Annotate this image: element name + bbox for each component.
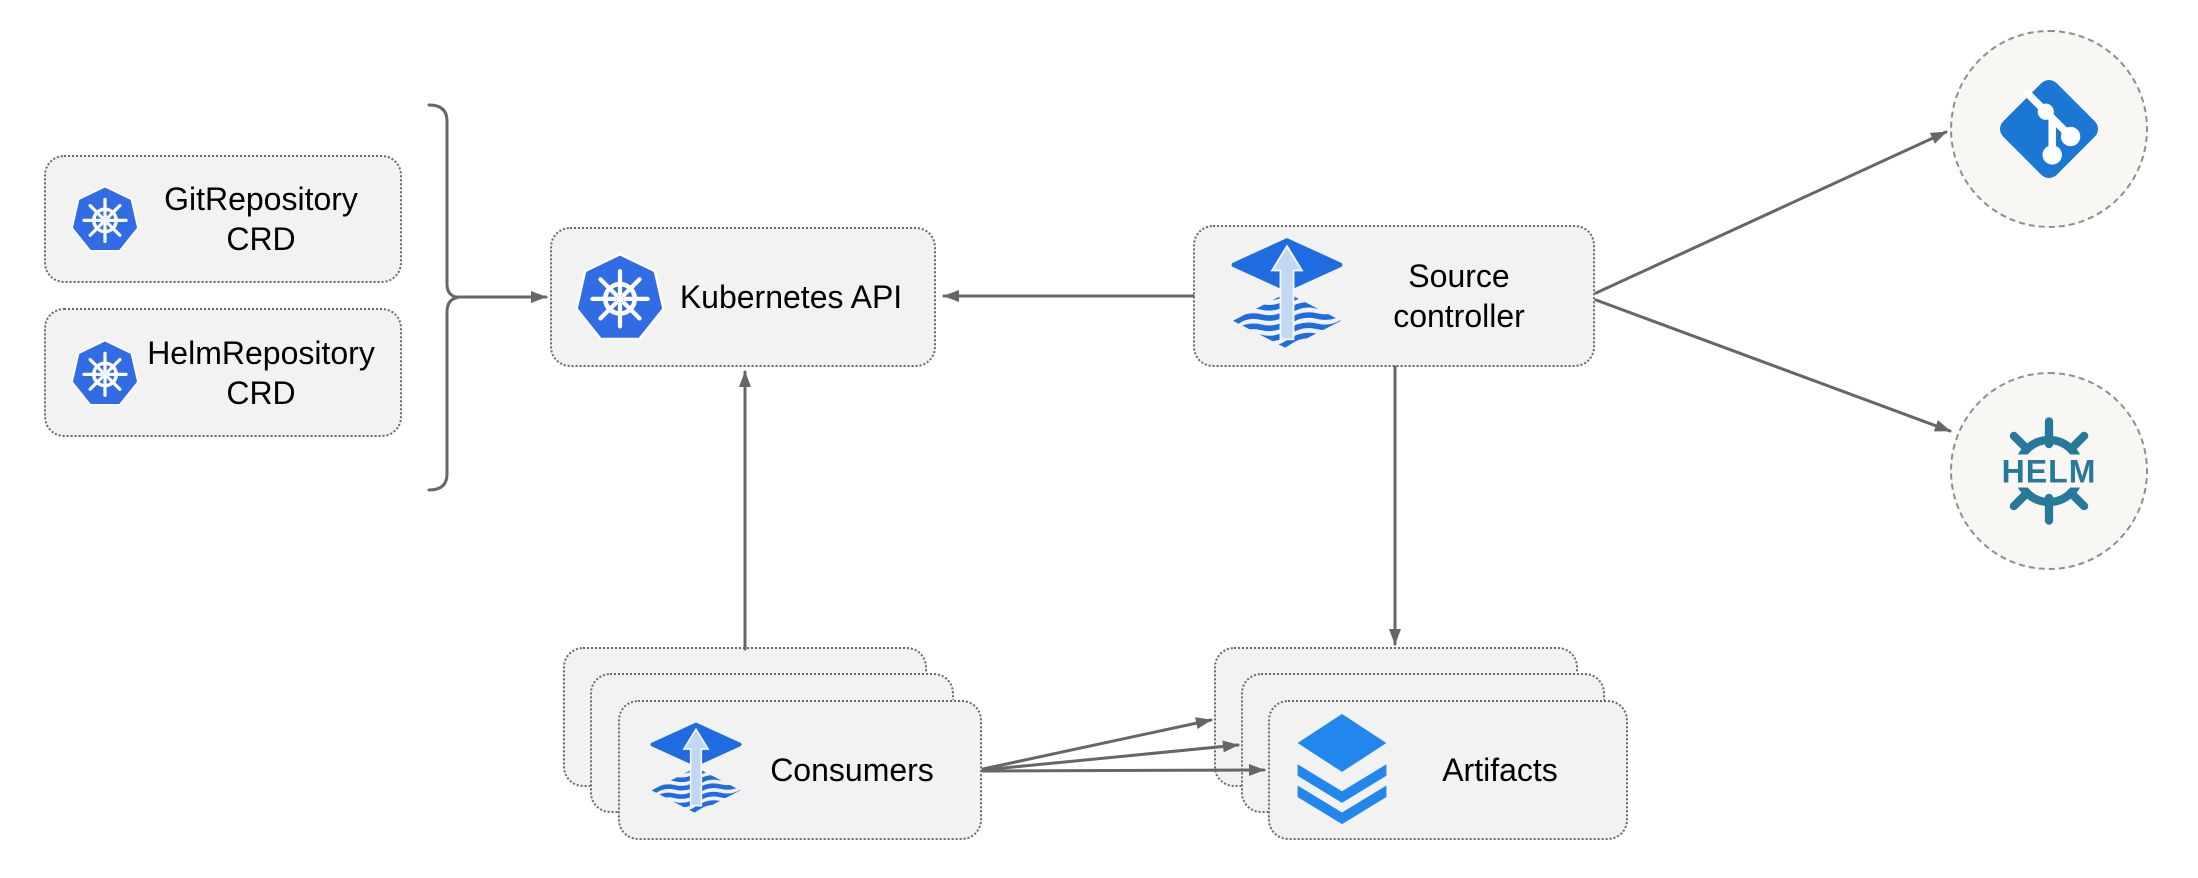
kubernetes-icon: [70, 337, 140, 409]
node-helm-repository-crd: HelmRepository CRD: [44, 308, 402, 437]
edge-consumers-to-artifacts-1: [981, 717, 1213, 771]
crd-group-bracket: [427, 103, 459, 492]
edge-consumers-to-artifacts-2: [981, 740, 1240, 772]
node-label-helm-repository-crd: HelmRepository CRD: [147, 334, 375, 411]
git-icon: [1995, 75, 2103, 183]
node-label-kubernetes-api: Kubernetes API: [679, 279, 903, 315]
node-artifacts: Artifacts: [1268, 700, 1628, 840]
node-consumers: Consumers: [618, 700, 982, 840]
node-git-repository: [1950, 30, 2148, 228]
node-source-controller: Source controller: [1193, 225, 1595, 367]
node-helm-repository: HELM: [1950, 372, 2148, 570]
kubernetes-icon: [70, 183, 140, 255]
node-label-artifacts: Artifacts: [1442, 752, 1558, 788]
node-kubernetes-api: Kubernetes API: [550, 227, 936, 367]
node-label-source-controller: Source controller: [1393, 258, 1525, 334]
node-git-repository-crd: GitRepository CRD: [44, 155, 402, 283]
flux-source-controller-icon: [650, 720, 742, 821]
helm-logo-text: HELM: [2002, 453, 2097, 489]
flux-source-controller-icon: [1231, 235, 1343, 358]
edge-source-controller-to-helm: [1594, 298, 1952, 433]
node-label-consumers: Consumers: [770, 752, 934, 788]
kubernetes-icon: [574, 249, 666, 345]
layers-icon: [1292, 714, 1392, 826]
edge-source-controller-to-git: [1594, 130, 1948, 295]
helm-icon: HELM: [1993, 417, 2105, 525]
node-label-git-repository-crd: GitRepository CRD: [164, 181, 358, 257]
